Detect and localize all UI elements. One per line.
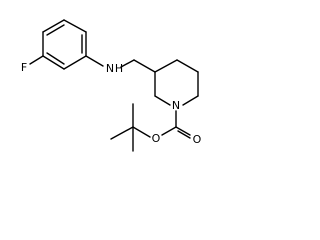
atom-label-amine-nitrogen: N	[106, 62, 114, 75]
atom-label-ring-nitrogen: N	[172, 99, 180, 112]
structure-diagram: F N H N O O	[21, 19, 202, 152]
bond	[182, 95, 199, 106]
bond	[29, 55, 44, 65]
atom-label-ester-oxygen: O	[152, 132, 161, 145]
atom-label-carbonyl-oxygen: O	[193, 133, 202, 146]
bond	[175, 126, 191, 136]
bond	[154, 95, 171, 106]
bond	[63, 19, 87, 33]
bond	[42, 19, 65, 33]
tert-butyl-group	[110, 103, 134, 152]
bond	[154, 59, 178, 73]
bond	[120, 59, 135, 68]
bond	[63, 55, 87, 70]
piperidine-ring	[154, 59, 199, 106]
bond	[161, 126, 177, 136]
bond	[85, 55, 104, 67]
bond	[176, 59, 199, 73]
double-bond-line	[46, 52, 65, 65]
bond	[133, 59, 156, 73]
atom-label-fluorine: F	[21, 61, 27, 74]
atom-label-amine-hydrogen: H	[115, 62, 123, 75]
double-bond-line	[177, 130, 191, 139]
bond	[132, 126, 151, 138]
bond	[42, 55, 65, 70]
double-bond-line	[46, 24, 65, 36]
fluorophenyl-ring	[42, 19, 87, 70]
bond	[110, 126, 134, 140]
